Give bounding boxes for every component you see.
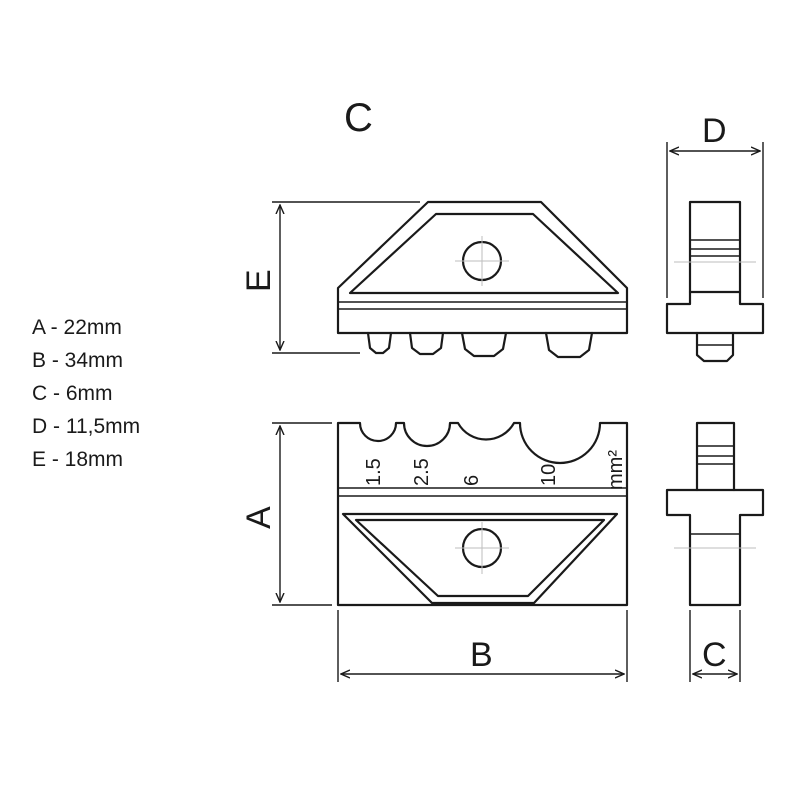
spec-c: C - 6mm xyxy=(32,382,113,405)
gauge-unit: mm² xyxy=(605,450,627,490)
dimensions xyxy=(272,142,764,682)
label-c-side: C xyxy=(702,636,727,674)
gauge-6: 6 xyxy=(461,475,483,486)
gauge-2-5: 2.5 xyxy=(411,458,433,486)
label-c-top: C xyxy=(344,96,373,140)
gauge-1-5: 1.5 xyxy=(363,458,385,486)
lower-die-side xyxy=(665,421,765,607)
label-e: E xyxy=(240,269,278,292)
upper-die-side xyxy=(665,200,765,363)
upper-die-front xyxy=(336,200,629,359)
spec-e: E - 18mm xyxy=(32,448,123,471)
label-b: B xyxy=(470,636,493,674)
lower-die-front: 1.5 2.5 6 10 mm² xyxy=(336,421,629,607)
spec-d: D - 11,5mm xyxy=(32,415,140,438)
label-d: D xyxy=(702,112,727,150)
spec-list: A - 22mm B - 34mm C - 6mm D - 11,5mm E -… xyxy=(32,316,140,471)
spec-b: B - 34mm xyxy=(32,349,123,372)
label-a: A xyxy=(240,506,278,529)
spec-a: A - 22mm xyxy=(32,316,122,339)
gauge-10: 10 xyxy=(538,464,560,486)
